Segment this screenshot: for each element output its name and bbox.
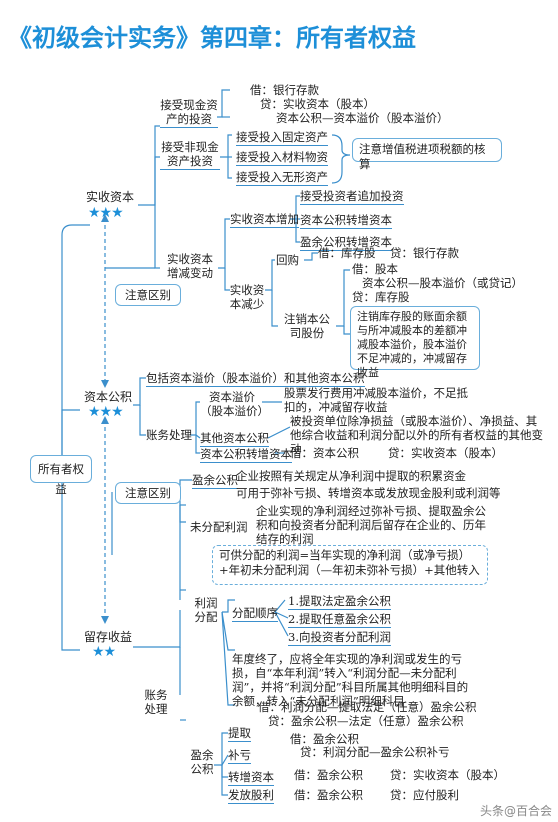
cancel-entry-1: 借：股本 — [352, 262, 398, 276]
cancel-entry-3: 贷：库存股 — [352, 290, 410, 304]
retained-accounting-label: 账务处理 — [144, 688, 168, 716]
profit-distribution-label: 利润分配 — [194, 596, 218, 624]
page-title: 《初级会计实务》第四章：所有者权益 — [8, 24, 416, 52]
order-item-3: 3.向投资者分配利润 — [288, 630, 391, 646]
reserve-convert-credit: 贷：实收资本（股本） — [388, 446, 503, 460]
attention-note-2: 注意区别 — [115, 482, 181, 504]
distribution-order-label: 分配顺序 — [232, 606, 278, 622]
capital-reserve-content: 包括资本溢价（股本溢价）和其他资本公积 — [146, 371, 365, 387]
yearend-text: 年度终了，应将全年实现的净利润或发生的亏损，自“本年利润”转入“利润分配—未分配… — [232, 652, 469, 708]
profit-entry-debit: 借：利润分配—提取法定（任意）盈余公积 — [258, 700, 477, 714]
reserve-convert-capital-debit: 借：盈余公积 — [294, 768, 363, 782]
noncash-item-fixed: 接受投入固定资产 — [236, 130, 328, 146]
cancel-note: 注销库存股的账面余额与所冲减股本的差额冲减股本溢价，股本溢价不足冲减的，冲减留存… — [350, 306, 480, 379]
surplus-reserve-label: 盈余公积 — [192, 473, 238, 489]
extract-label: 提取 — [228, 726, 251, 742]
order-item-1: 1.提取法定盈余公积 — [288, 594, 391, 610]
capital-reserve-stars: ★★★ — [88, 404, 124, 420]
premium-text: 股票发行费用冲减股本溢价，不足抵扣的，冲减留存收益 — [284, 386, 468, 414]
premium-label: 资本溢价（股本溢价） — [200, 390, 269, 418]
undistributed-text: 企业实现的净利润经过弥补亏损、提取盈余公积和向投资者分配利润后留存在企业的、历年… — [256, 504, 486, 546]
paid-in-capital-node: 实收资本 — [85, 190, 134, 204]
attention-note-1: 注意区别 — [115, 284, 181, 306]
other-reserve-label: 其他资本公积 — [200, 431, 269, 447]
retained-earnings-node: 留存收益 — [83, 630, 132, 644]
capital-reserve-accounting-label: 账务处理 — [146, 428, 192, 442]
noncash-item-materials: 接受投入材料物资 — [236, 150, 328, 166]
capital-increase-label: 实收资本增加 — [230, 212, 299, 228]
undistributed-label: 未分配利润 — [190, 520, 248, 534]
surplus-line-1: 企业按照有关规定从净利润中提取的积累资金 — [236, 469, 466, 483]
dividend-credit: 贷：应付股利 — [390, 788, 459, 802]
extract-debit: 借：盈余公积 — [290, 732, 359, 746]
other-reserve-text: 被投资单位除净损益（或股本溢价）、净损益、其他综合收益和利润分配以外的所有者权益… — [290, 414, 543, 456]
cancel-entry-2: 资本公积—股本溢价（或贷记） — [362, 276, 523, 290]
surplus-line-2: 可用于弥补亏损、转增资本或发放现金股利或利润等 — [236, 486, 501, 500]
profit-entry-credit: 贷：盈余公积—法定（任意）盈余公积 — [268, 714, 464, 728]
dividend-label: 发放股利 — [228, 788, 274, 804]
capital-decrease-label: 实收资本减少 — [229, 283, 265, 311]
extract-credit: 贷：利润分配—盈余公积补亏 — [300, 745, 450, 759]
noncash-item-intangible: 接受投入无形资产 — [236, 170, 328, 186]
paid-in-stars: ★★★ — [88, 205, 124, 221]
cover-loss-label: 补亏 — [228, 748, 251, 764]
repurchase-credit: 贷：银行存款 — [390, 246, 459, 260]
retained-stars: ★★ — [92, 644, 116, 660]
increase-item-3: 盈余公积转增资本 — [300, 235, 392, 251]
distributable-profit-formula: 可供分配的利润=当年实现的净利润（或净亏损）+年初未分配利润（—年初未弥补亏损）… — [212, 545, 488, 585]
root-node: 所有者权益 — [30, 455, 92, 496]
dividend-debit: 借：盈余公积 — [294, 788, 363, 802]
reserve-convert-debit: 借：资本公积 — [290, 446, 359, 460]
cancel-shares-label: 注销本公司股份 — [284, 312, 330, 340]
watermark: 头条@百合会 — [479, 804, 552, 818]
increase-item-1: 接受投资者追加投资 — [300, 189, 404, 205]
capital-reserve-node: 资本公积 — [83, 390, 132, 404]
repurchase-label: 回购 — [276, 253, 299, 267]
root-label: 所有者权益 — [38, 462, 84, 496]
cash-investment-label: 接受现金资产的投资 — [160, 98, 218, 128]
cash-entry-1: 借：银行存款 — [250, 83, 319, 97]
increase-item-2: 资本公积转增资本 — [300, 213, 392, 229]
noncash-investment-label: 接受非现金资产投资 — [160, 140, 220, 170]
repurchase-debit: 借：库存股 — [318, 246, 376, 260]
reserve-convert-capital-label: 转增资本 — [228, 770, 274, 786]
cash-entry-2: 贷：实收资本（股本） — [260, 97, 375, 111]
reserve-convert-label: 资本公积转增资本 — [200, 447, 292, 463]
order-item-2: 2.提取任意盈余公积 — [288, 612, 391, 628]
vat-note: 注意增值税进项税额的核算 — [352, 138, 502, 171]
reserve-ops-label: 盈余公积 — [190, 748, 214, 776]
cash-entry-3: 资本公积—资本溢价（股本溢价） — [276, 111, 449, 125]
capital-change-label: 实收资本增减变动 — [167, 252, 213, 280]
reserve-convert-capital-credit: 贷：实收资本（股本） — [390, 768, 505, 782]
